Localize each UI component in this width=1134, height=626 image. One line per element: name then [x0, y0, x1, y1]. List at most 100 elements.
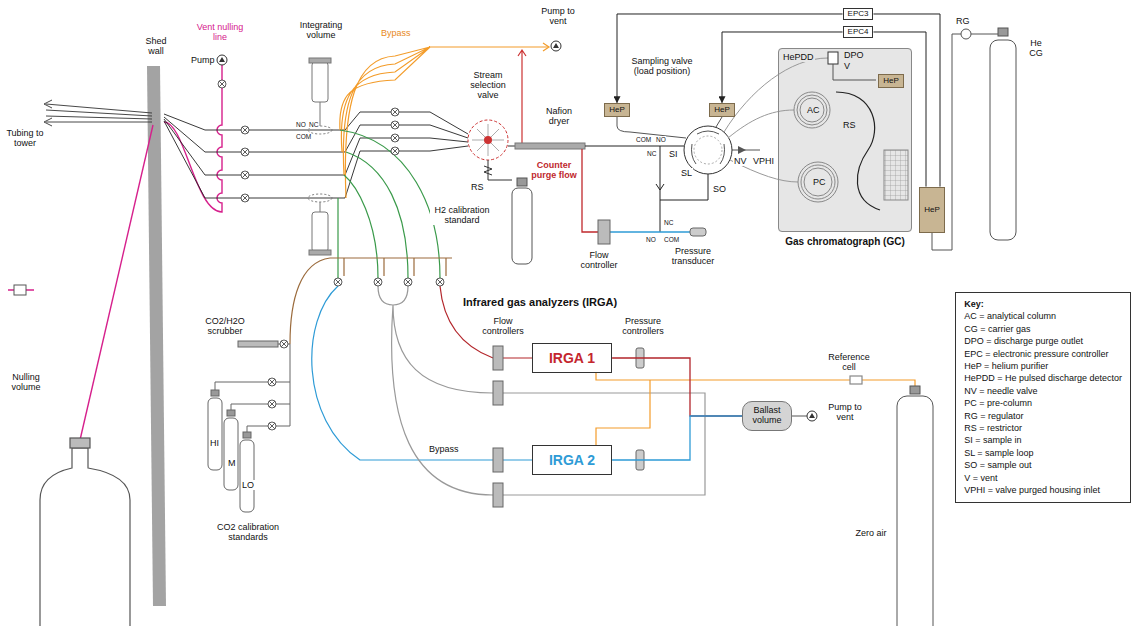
key-entry: CG = carrier gas	[964, 323, 1122, 335]
analyzer-box: IRGA 2	[532, 445, 612, 475]
flow-line	[617, 14, 843, 103]
section-title: Infrared gas analyzers (IRGA)	[462, 296, 618, 308]
part-label: Nafion dryer	[536, 106, 582, 126]
gc-internals	[833, 64, 876, 80]
port-label: VPHI	[752, 156, 775, 166]
node-text: IRGA 1	[549, 350, 595, 366]
part-label: H2 calibration standard	[430, 205, 494, 225]
flow-line	[612, 358, 742, 416]
line-label: Bypass	[428, 444, 460, 454]
port-label: NO	[656, 136, 666, 143]
port-label: COM	[664, 236, 679, 243]
valve-symbol	[391, 108, 399, 116]
stream-selection-valve	[484, 146, 515, 180]
valve-symbol	[268, 378, 276, 386]
port-label: COM	[636, 136, 651, 143]
part-label: Flow controller	[570, 250, 628, 270]
co2-supply	[238, 341, 278, 347]
integrating-volume	[312, 212, 328, 252]
valve-symbol	[218, 80, 226, 88]
valve-symbol	[374, 278, 382, 286]
part-label: Reference cell	[826, 352, 872, 372]
pump-symbol	[807, 411, 817, 421]
integrating-volume	[308, 194, 332, 202]
vent-nulling-line	[80, 125, 153, 440]
integrating-volume	[312, 62, 328, 102]
sampling-valve	[738, 146, 746, 154]
zero-air-cylinder	[910, 386, 920, 394]
flow-line	[722, 32, 843, 103]
nulling-volume-bottle	[70, 438, 90, 448]
valve-symbol	[334, 278, 342, 286]
sample-lines	[164, 112, 468, 198]
part-label: Sampling valve (load position)	[628, 56, 696, 76]
integrating-volume	[320, 102, 321, 212]
part-label: Pump to vent	[822, 402, 868, 422]
shed-wall	[147, 66, 166, 606]
valve-symbol	[241, 126, 249, 134]
key-entry: SO = sample out	[964, 459, 1122, 471]
part-label: Shed wall	[136, 36, 176, 56]
filter-fitting	[14, 285, 26, 295]
cylinder-label: M	[227, 458, 237, 468]
irga-select-lines	[378, 286, 742, 495]
ballast-volume: Ballast volume	[742, 401, 792, 431]
port-label: NC	[309, 121, 318, 128]
node-text: Ballast volume	[748, 406, 786, 426]
stream-bypass-line	[518, 50, 526, 145]
purifier-box: HeP	[878, 74, 904, 89]
part-label: V	[843, 61, 851, 71]
valve-symbol	[436, 278, 444, 286]
gc-internals	[884, 150, 908, 200]
sample-lines	[164, 112, 468, 198]
gc-internals	[800, 98, 824, 122]
sampling-valve	[692, 131, 725, 164]
vent-nulling-line	[164, 65, 222, 212]
co2-supply	[227, 410, 235, 416]
valve-symbol	[268, 400, 276, 408]
integrating-volume	[308, 58, 332, 255]
co2-supply	[243, 432, 251, 438]
part-label: Pressure controllers	[612, 316, 674, 336]
h2-cylinder	[512, 188, 532, 264]
gc-internals	[794, 92, 830, 128]
part-label: He CG	[1022, 38, 1050, 58]
irga-select-lines	[338, 130, 440, 278]
flow-line	[612, 416, 742, 460]
part-label: Integrating volume	[290, 20, 352, 40]
tubing-to-tower	[44, 100, 152, 126]
controller-box: EPC3	[843, 8, 874, 21]
stream-selection-valve	[472, 124, 504, 156]
gc-internals	[801, 165, 835, 199]
key-entry: Key:	[964, 298, 1122, 310]
gc-internals	[797, 95, 827, 125]
key-entry: EPC = electronic pressure controller	[964, 348, 1122, 360]
valve-symbol	[391, 147, 399, 155]
integrating-volume	[309, 250, 331, 255]
port-label: SL	[680, 168, 693, 178]
stream-selection-valve	[468, 120, 508, 160]
part-label: Pressure transducer	[660, 246, 726, 266]
gc-internals	[794, 52, 908, 210]
co2-supply	[208, 398, 222, 470]
nafion-dryer	[515, 143, 585, 149]
stream-bypass-line	[518, 50, 526, 145]
key-entry: SL = sample loop	[964, 447, 1122, 459]
port-label: COM	[296, 133, 311, 140]
part-label: CO2 calibration standards	[214, 522, 282, 542]
pump-symbol	[551, 41, 561, 51]
line-label: Vent nulling line	[188, 22, 252, 42]
sampling-valve	[684, 126, 732, 174]
stream-selection-valve	[468, 120, 515, 180]
key-box: Key:AC = analytical columnCG = carrier g…	[955, 292, 1131, 503]
key-entry: HeP = helium purifier	[964, 360, 1122, 372]
gc-internals	[836, 92, 880, 210]
helium-supply	[990, 40, 1016, 240]
node-text: EPC3	[848, 10, 869, 19]
purifier-box: HeP	[709, 103, 735, 118]
key-entry: NV = needle valve	[964, 385, 1122, 397]
valve-symbol	[241, 194, 249, 202]
irga-hardware	[493, 448, 503, 472]
node-text: IRGA 2	[549, 452, 595, 468]
valve-symbol	[241, 148, 249, 156]
